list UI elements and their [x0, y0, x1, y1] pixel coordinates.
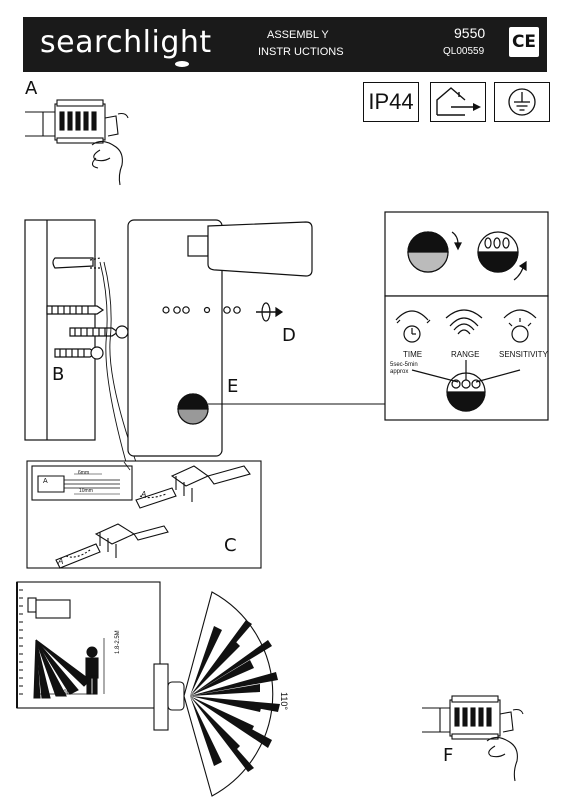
wire-label-1: A	[141, 490, 147, 499]
strip-length-long: 10mm	[79, 488, 93, 494]
step-label-c: C	[224, 535, 237, 556]
wall-bracket-illustration	[24, 219, 137, 463]
doc-title-line1: ASSEMBL Y	[267, 29, 329, 41]
terminal-block-f-illustration	[422, 695, 524, 782]
strip-length-short: 6mm	[78, 470, 90, 476]
earth-ground-badge	[494, 82, 550, 122]
time-range-note: 5sec-5min approx	[390, 362, 418, 375]
step-label-e: E	[227, 376, 239, 397]
earth-ground-icon	[508, 88, 536, 116]
ce-mark-badge: CE	[509, 27, 539, 57]
light-body-illustration	[127, 219, 385, 457]
range-dial-label: RANGE	[451, 350, 480, 359]
indoor-use-badge	[430, 82, 486, 122]
brand-logo-mark	[175, 61, 189, 67]
step-label-a: A	[25, 78, 38, 99]
sensitivity-dial-label: SENSITIVITY	[499, 350, 548, 359]
detection-angle: 110°	[279, 692, 289, 710]
header-bar: searchlight ASSEMBL Y INSTR UCTIONS 9550…	[23, 17, 547, 72]
product-code: QL00559	[443, 46, 485, 57]
ip-rating-text: IP44	[368, 89, 414, 114]
doc-title-line2: INSTR UCTIONS	[258, 46, 344, 58]
brand-logo: searchlight	[40, 25, 212, 60]
step-label-d: D	[282, 325, 296, 346]
step-label-f: F	[443, 745, 454, 766]
mounting-height: 1.8-2.5M	[115, 630, 121, 654]
house-arrow-icon	[436, 87, 481, 116]
time-dial-label: TIME	[403, 350, 423, 359]
ip-rating-badge: IP44	[363, 82, 419, 122]
wiring-panel	[26, 460, 262, 569]
wire-label-2: A	[58, 557, 64, 566]
detection-distance: 4-9M	[58, 690, 72, 696]
ce-mark-icon: CE	[511, 32, 537, 52]
sensor-detail-panel	[384, 211, 549, 421]
insert-label: A	[43, 478, 48, 485]
model-number: 9550	[454, 25, 486, 41]
step-label-b: B	[52, 364, 65, 385]
terminal-block-a-illustration	[25, 99, 129, 186]
detection-range-illustration	[16, 581, 280, 797]
